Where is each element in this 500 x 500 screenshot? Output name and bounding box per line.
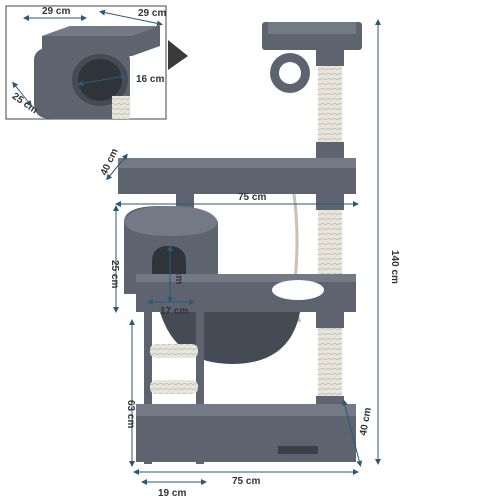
inset-label-tunnel: 16 cm: [136, 74, 164, 85]
label-platform-width: 75 cm: [238, 192, 266, 203]
label-platform-depth: 40 cm: [99, 147, 121, 177]
base-platform: [136, 404, 356, 462]
label-condo-inner-height: 19 cm: [173, 256, 184, 284]
label-total-height: 140 cm: [389, 250, 400, 284]
inset-pointer: [168, 40, 188, 70]
top-perch: [262, 22, 362, 93]
label-condo-height: 25 cm: [109, 260, 120, 288]
inset-label-top-left: 29 cm: [42, 6, 70, 17]
main-platform: [118, 158, 356, 194]
lower-post: [318, 312, 342, 410]
platform-hole: [272, 280, 324, 300]
label-ladder-width: 19 cm: [158, 488, 186, 499]
inset-post: [112, 96, 130, 119]
label-base-depth: 40 cm: [358, 407, 374, 437]
inset-detail: 29 cm 29 cm 16 cm 25 cm: [5, 5, 167, 120]
inset-label-top-right: 29 cm: [138, 8, 166, 19]
dimension-lines: [106, 19, 381, 485]
label-base-width: 75 cm: [232, 476, 260, 487]
upper-post: [318, 50, 342, 160]
label-lower-height: 63 cm: [125, 400, 136, 428]
label-condo-inner-width: 17 cm: [160, 306, 188, 317]
